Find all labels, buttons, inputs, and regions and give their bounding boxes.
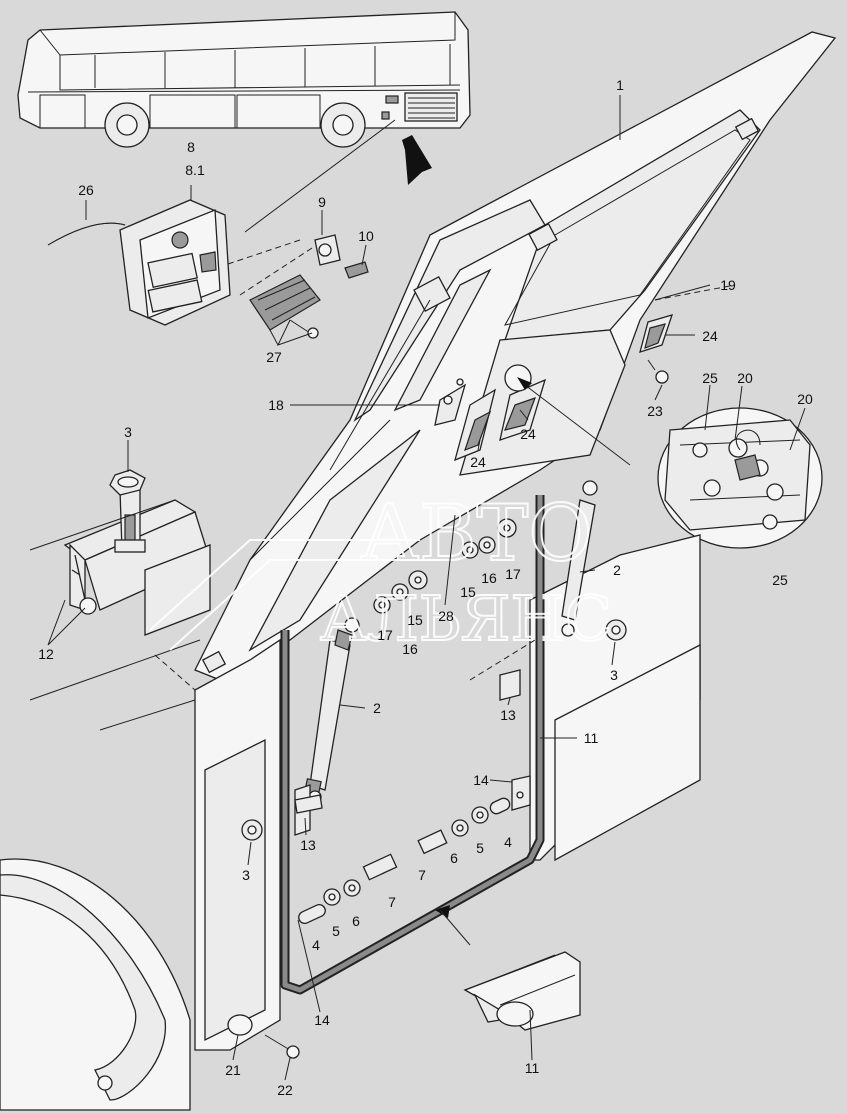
watermark-line2: АЛЬЯНС (320, 582, 612, 655)
seal-profile (463, 951, 581, 1031)
callout-2-right: 2 (613, 562, 621, 578)
brackets (294, 639, 536, 836)
callout-6-right: 6 (450, 850, 458, 866)
callout-4-right: 4 (504, 834, 512, 850)
callout-8: 8 (187, 139, 195, 155)
callout-3-lower: 3 (242, 867, 250, 883)
callout-11-right: 11 (584, 730, 599, 746)
callout-15-lower: 15 (407, 612, 423, 628)
callout-3-top: 3 (124, 424, 132, 440)
callout-4-left: 4 (312, 937, 320, 953)
callout-24-center: 24 (520, 426, 536, 442)
callout-16-lower: 16 (402, 641, 418, 657)
lock-assembly (47, 199, 369, 339)
callout-5-left: 5 (332, 923, 340, 939)
watermark-line1: АВТО (360, 489, 592, 579)
callout-6-left: 6 (352, 913, 360, 929)
callout-5-right: 5 (476, 840, 484, 856)
callout-21: 21 (225, 1062, 241, 1078)
callout-16-upper: 16 (481, 570, 497, 586)
callout-14-right: 14 (473, 772, 489, 788)
bus-overview (17, 11, 471, 233)
callout-9: 9 (318, 194, 326, 210)
callout-23: 23 (647, 403, 663, 419)
callout-25-bottom: 25 (772, 572, 788, 588)
callout-7-left: 7 (388, 894, 396, 910)
leader-lines (47, 95, 806, 1081)
callout-14-left: 14 (314, 1012, 330, 1028)
detail-ellipse (657, 407, 823, 549)
callout-20-right: 20 (797, 391, 813, 407)
callout-13-upper: 13 (500, 707, 516, 723)
callout-11-bottom: 11 (525, 1060, 540, 1076)
callout-17-upper: 17 (505, 566, 521, 582)
callout-19: 19 (720, 277, 736, 293)
wheel-arch (0, 858, 191, 1111)
callout-7-right: 7 (418, 867, 426, 883)
body-frame (29, 534, 701, 1051)
callout-25-top: 25 (702, 370, 718, 386)
door-seal (280, 495, 545, 995)
callout-12: 12 (38, 646, 54, 662)
callout-3-right: 3 (610, 667, 618, 683)
callout-8-1: 8.1 (185, 162, 205, 178)
callout-13-lower: 13 (300, 837, 316, 853)
callout-24-right: 24 (702, 328, 718, 344)
watermark: АВТО АЛЬЯНС (149, 488, 613, 656)
gas-struts (302, 480, 598, 804)
fasteners (227, 359, 669, 1059)
callout-10: 10 (358, 228, 374, 244)
callout-18: 18 (268, 397, 284, 413)
callout-26: 26 (78, 182, 94, 198)
callout-20-left: 20 (737, 370, 753, 386)
callout-22: 22 (277, 1082, 293, 1098)
callout-2-left: 2 (373, 700, 381, 716)
hinge-assembly (29, 469, 211, 691)
callout-labels: 1 8 8.1 26 9 10 27 19 24 23 25 20 20 25 … (38, 77, 813, 1098)
callout-24-left: 24 (470, 454, 486, 470)
door-panel (194, 31, 837, 681)
callout-28: 28 (438, 608, 454, 624)
callout-15-upper: 15 (460, 584, 476, 600)
callout-27: 27 (266, 349, 282, 365)
callout-1: 1 (616, 77, 624, 93)
callout-17-lower: 17 (377, 627, 393, 643)
